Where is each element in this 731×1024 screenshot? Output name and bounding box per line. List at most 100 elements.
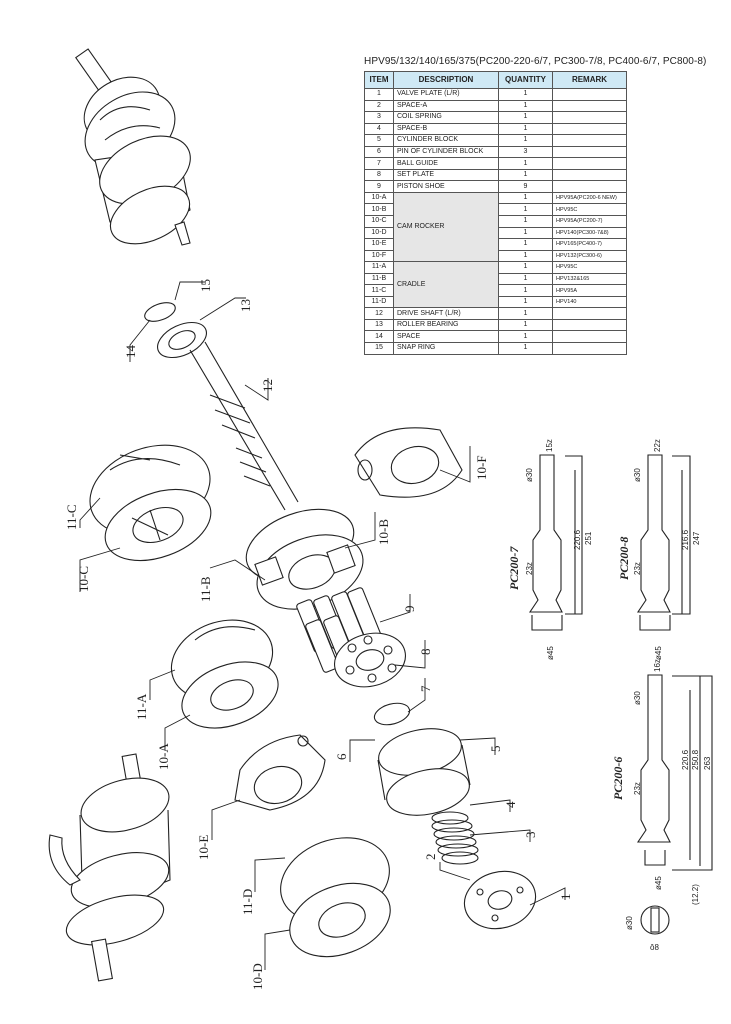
item-cell: 10-E xyxy=(364,238,394,251)
description-cell: CYLINDER BLOCK xyxy=(393,134,499,147)
dim-pc200-6-offset: (12.2) xyxy=(691,884,700,905)
cradle-11a-illustration xyxy=(170,619,279,729)
dim-pc200-7-teeth-top: 15z xyxy=(545,439,554,452)
callout-1: 1 xyxy=(558,894,573,901)
callout-11d: 11-D xyxy=(240,889,255,915)
dim-pc200-7-length-2: 251 xyxy=(584,531,593,545)
quantity-cell: 1 xyxy=(498,168,553,182)
remark-cell: HPV165(PC400-7) xyxy=(552,238,627,251)
callout-9: 9 xyxy=(402,606,417,613)
dim-pc200-7-length-1: 220.6 xyxy=(573,529,582,550)
assembled-pump-top-illustration xyxy=(75,48,191,246)
description-cell: PIN OF CYLINDER BLOCK xyxy=(393,145,499,159)
dim-pc200-6-length-3: 263 xyxy=(703,756,712,770)
callout-2: 2 xyxy=(423,854,438,861)
dim-pc200-6-teeth-top: 16z xyxy=(653,659,662,672)
dim-pc200-6-teeth-bottom: 23z xyxy=(633,782,642,795)
callout-10d: 10-D xyxy=(250,963,265,990)
callout-10e: 10-E xyxy=(196,835,211,860)
dim-pc200-7-dia-bottom: ø45 xyxy=(546,646,555,660)
quantity-cell: 1 xyxy=(498,157,553,170)
remark-cell xyxy=(552,157,627,170)
quantity-cell: 1 xyxy=(498,203,553,216)
shaft-name-pc200-7: PC200-7 xyxy=(507,546,521,590)
dim-pc200-6-dia-bottom: ø45 xyxy=(654,876,663,890)
callout-12: 12 xyxy=(260,379,275,392)
callout-10a: 10-A xyxy=(156,743,171,770)
dim-pc200-6-length-2: 250.8 xyxy=(691,749,700,770)
shaft-pc200-8-drawing xyxy=(636,454,691,631)
callout-10b: 10-B xyxy=(376,519,391,545)
remark-cell: HPV95A(PC200-7) xyxy=(552,215,627,228)
description-cell: CAM ROCKER xyxy=(393,191,499,263)
column-header-item: ITEM xyxy=(364,71,394,89)
callout-11a: 11-A xyxy=(134,693,149,720)
remark-cell xyxy=(552,122,627,136)
cam-rocker-10e-illustration xyxy=(234,734,326,811)
description-cell: BALL GUIDE xyxy=(393,157,499,170)
assembled-pump-bottom-illustration xyxy=(48,753,171,982)
callout-8: 8 xyxy=(418,649,433,656)
remark-cell xyxy=(552,168,627,182)
shaft-pc200-7-drawing xyxy=(528,454,583,631)
cam-rocker-10f-illustration xyxy=(354,427,463,498)
callout-13: 13 xyxy=(238,299,253,312)
callout-14: 14 xyxy=(123,345,138,359)
callout-15: 15 xyxy=(198,279,213,292)
valve-plate-illustration xyxy=(463,870,537,930)
item-cell: 10-D xyxy=(364,226,394,240)
shaft-name-pc200-8: PC200-8 xyxy=(617,537,631,580)
dim-pc200-8-dia-top: ø30 xyxy=(633,468,642,482)
callout-3: 3 xyxy=(523,832,538,839)
callout-leader-lines xyxy=(79,281,566,970)
dim-pc200-8-dia-bottom: ø45 xyxy=(654,646,663,660)
column-header-description: DESCRIPTION xyxy=(393,71,499,89)
item-cell: 10-C xyxy=(364,215,394,228)
callout-10f: 10-F xyxy=(474,455,489,480)
dim-pc200-7-dia-top: ø30 xyxy=(525,468,534,482)
column-header-remark: REMARK xyxy=(552,71,627,89)
drive-shaft-illustration xyxy=(144,302,299,511)
set-plate-illustration xyxy=(334,632,411,726)
cylinder-block-illustration xyxy=(377,728,471,816)
dim-pc200-7-teeth-bottom: 23z xyxy=(525,562,534,575)
description-cell: SNAP RING xyxy=(393,342,499,355)
callout-11b: 11-B xyxy=(198,576,213,602)
quantity-cell: 1 xyxy=(498,191,553,205)
dim-pc200-6-key: ô8 xyxy=(650,943,659,952)
dim-pc200-8-teeth-top: 22z xyxy=(653,439,662,452)
shaft-name-pc200-6: PC200-6 xyxy=(611,757,625,800)
item-cell: 10-B xyxy=(364,203,394,216)
remark-cell: HPV95A(PC200-6 NEW) xyxy=(552,191,627,205)
callout-10c: 10-C xyxy=(76,566,91,592)
dim-pc200-8-length-2: 247 xyxy=(692,531,701,545)
callout-7: 7 xyxy=(418,685,433,692)
callout-5: 5 xyxy=(488,746,503,753)
cradle-11d-illustration xyxy=(280,837,391,958)
callout-6: 6 xyxy=(334,753,349,760)
dim-pc200-6-length-1: 220.6 xyxy=(681,749,690,770)
remark-cell: HPV140(PC300-7&8) xyxy=(552,226,627,240)
quantity-cell: 1 xyxy=(498,342,553,355)
parts-list-title: HPV95/132/140/165/375(PC200-220-6/7, PC3… xyxy=(364,56,707,67)
dim-pc200-6-dia-top: ø30 xyxy=(633,691,642,705)
dim-pc200-6-dia-end: ø30 xyxy=(625,916,634,930)
